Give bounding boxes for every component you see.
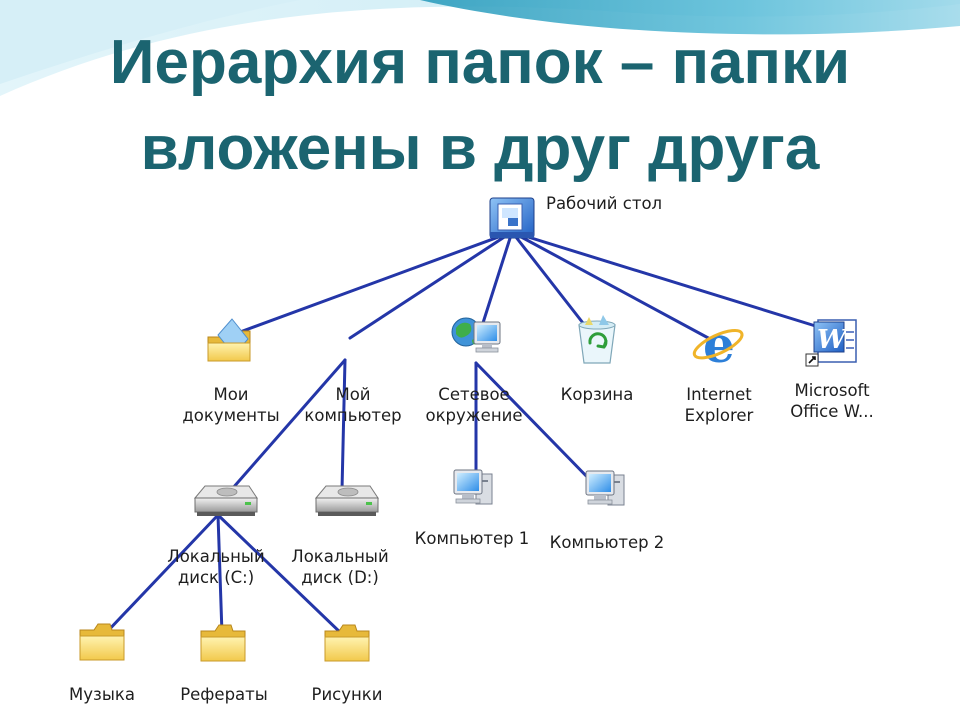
label-music: Музыка	[69, 685, 135, 704]
connector-lines	[102, 230, 824, 638]
label-ie-line-1: Internet	[686, 385, 752, 404]
desktop-icon[interactable]	[489, 197, 535, 239]
network-icon[interactable]	[451, 317, 501, 353]
label-word-line-1: Microsoft	[794, 381, 870, 400]
label-diskd-line-1: Локальный	[291, 547, 388, 566]
diagram-canvas	[64, 186, 882, 720]
background-waves	[0, 0, 960, 96]
label-network-line-1: Сетевое	[438, 385, 509, 404]
word-shortcut-icon[interactable]: W	[805, 319, 857, 367]
wave-dark-2	[0, 0, 300, 84]
connector-diskc-music	[102, 513, 220, 637]
label-mycomputer-line-1: Мой	[335, 385, 370, 404]
hard-drive-icon[interactable]	[314, 485, 379, 516]
label-mydocs-line-2: документы	[182, 406, 279, 425]
connector-diskc-essays	[216, 513, 224, 636]
label-diskc-line-1: Локальный	[167, 547, 264, 566]
label-comp2: Компьютер 2	[550, 533, 665, 552]
page-title-line-2: вложены в друг друга	[140, 114, 820, 183]
recycle-bin-icon[interactable]	[578, 315, 616, 364]
connector-desktop-mycomputer	[348, 230, 514, 340]
connector-desktop-network	[480, 230, 514, 328]
connector-network-comp2	[474, 361, 598, 488]
label-pictures: Рисунки	[312, 685, 383, 704]
hard-drive-icon[interactable]	[193, 485, 258, 516]
label-recycle: Корзина	[561, 385, 634, 404]
connector-desktop-ie	[510, 230, 714, 342]
internet-explorer-icon[interactable]: e	[691, 315, 746, 374]
label-diskd-line-2: диск (D:)	[301, 568, 379, 587]
wave-light	[0, 0, 960, 96]
connector-desktop-mydocs	[238, 230, 514, 334]
label-comp1: Компьютер 1	[415, 529, 530, 548]
folder-icon[interactable]	[79, 623, 125, 661]
svg-text:e: e	[703, 315, 735, 374]
label-network-line-2: окружение	[426, 406, 523, 425]
label-word-line-2: Office W...	[790, 402, 874, 421]
svg-text:W: W	[817, 325, 849, 355]
computer-icon[interactable]	[453, 469, 493, 505]
connector-desktop-word	[510, 230, 824, 330]
connector-mycomputer-diskd	[340, 358, 347, 492]
connector-desktop-recycle	[510, 230, 592, 334]
folder-icon[interactable]	[324, 624, 370, 662]
my-documents-icon[interactable]	[207, 318, 251, 362]
connector-diskc-pictures	[216, 513, 346, 638]
label-essays: Рефераты	[180, 685, 268, 704]
label-ie-line-2: Explorer	[685, 406, 754, 425]
folder-icon[interactable]	[200, 624, 246, 662]
wave-dark	[420, 0, 960, 35]
computer-icon[interactable]	[585, 470, 625, 506]
label-diskc-line-2: диск (C:)	[178, 568, 254, 587]
label-mycomputer-line-2: компьютер	[304, 406, 401, 425]
label-desktop: Рабочий стол	[546, 194, 662, 213]
connector-mycomputer-diskc	[216, 358, 347, 507]
page-title-line-1: Иерархия папок – папки	[109, 28, 851, 97]
label-mydocs-line-1: Мои	[213, 385, 248, 404]
